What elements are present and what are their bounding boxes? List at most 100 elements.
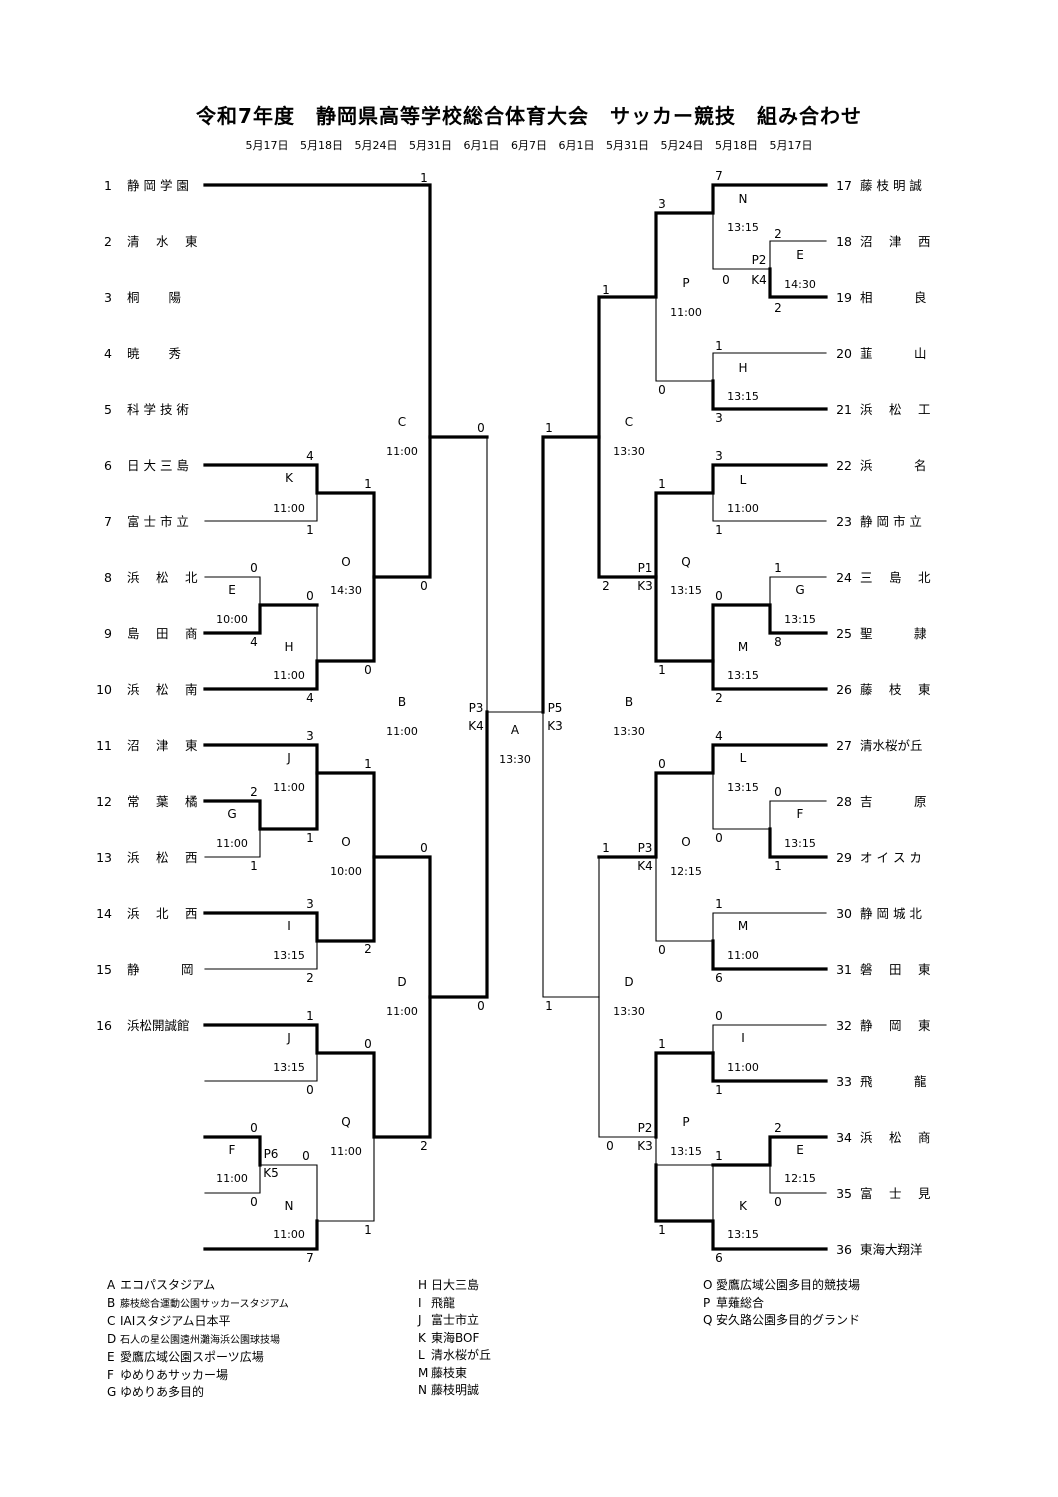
match-annotation: 0 <box>715 1009 723 1023</box>
match-annotation: 7 <box>715 169 723 183</box>
match-annotation: 2 <box>364 942 372 956</box>
match-annotation: K <box>739 1199 748 1213</box>
team-number: 11 <box>96 738 112 753</box>
legend-key: E <box>107 1350 115 1364</box>
team-number: 28 <box>836 794 852 809</box>
match-annotation: 2 <box>774 227 782 241</box>
match-annotation: I <box>287 919 291 933</box>
match-annotation: B <box>398 695 406 709</box>
legend-text: 清水桜が丘 <box>431 1348 492 1362</box>
legend-key: A <box>107 1278 116 1292</box>
team-name: 藤 枝 東 <box>860 682 931 697</box>
match-annotation: K3 <box>637 579 653 593</box>
match-annotation: P2 <box>752 253 767 267</box>
team-number: 2 <box>104 234 112 249</box>
round-date: 5月24日 <box>660 139 704 152</box>
match-annotation: 13:30 <box>613 445 645 458</box>
match-annotation: 4 <box>715 729 723 743</box>
match-annotation: 11:00 <box>727 949 759 962</box>
team-number: 5 <box>104 402 112 417</box>
match-annotation: 0 <box>250 1195 258 1209</box>
bracket-line <box>204 1136 375 1222</box>
match-annotation: O <box>341 835 350 849</box>
match-annotation: P2 <box>638 1121 653 1135</box>
match-annotation: 13:15 <box>727 1228 759 1241</box>
round-date: 5月31日 <box>409 139 452 152</box>
round-date: 5月24日 <box>354 139 398 152</box>
match-annotation: 2 <box>306 971 314 985</box>
team-name: 韮 山 <box>860 346 926 361</box>
round-date: 5月17日 <box>769 139 813 152</box>
legend-key: K <box>418 1330 426 1345</box>
legend-text: ゆめりあサッカー場 <box>120 1367 229 1382</box>
bracket-line <box>597 743 828 859</box>
match-annotation: G <box>227 807 236 821</box>
match-annotation: 1 <box>306 523 314 537</box>
bracket-line <box>712 1024 827 1054</box>
team-name: 浜 松 工 <box>860 402 930 417</box>
team-name: 相 良 <box>860 290 926 305</box>
team-name: 浜 北 西 <box>127 906 197 921</box>
bracket-line <box>654 463 828 663</box>
legend-text: 日大三島 <box>431 1278 480 1292</box>
team-number: 10 <box>96 682 112 697</box>
team-number: 36 <box>836 1242 852 1257</box>
legend-key: O <box>703 1278 713 1292</box>
team-number: 8 <box>104 570 112 585</box>
match-annotation: 10:00 <box>330 865 362 878</box>
match-annotation: 0 <box>715 589 723 603</box>
bracket-line <box>204 576 261 606</box>
bracket-line <box>203 1135 262 1167</box>
bracket-line <box>768 267 828 299</box>
legend-text: 草薙総合 <box>716 1295 765 1310</box>
bracket-line <box>204 828 261 858</box>
legend-text: 藤枝総合運動公園サッカースタジアム <box>120 1298 289 1310</box>
match-annotation: J <box>286 751 291 765</box>
bracket-line <box>712 352 827 382</box>
legend-text: ゆめりあ多目的 <box>120 1385 205 1399</box>
match-annotation: D <box>624 975 633 989</box>
match-annotation: 0 <box>774 1195 782 1209</box>
team-name: 浜 松 北 <box>127 570 198 585</box>
bracket-line <box>203 575 376 691</box>
match-annotation: 11:00 <box>386 725 418 738</box>
team-number: 18 <box>836 234 852 249</box>
match-annotation: I <box>741 1031 745 1045</box>
team-number: 1 <box>104 178 112 193</box>
team-number: 34 <box>836 1130 852 1145</box>
legend-text: 藤枝明誠 <box>431 1383 480 1397</box>
match-annotation: 1 <box>715 339 723 353</box>
round-date: 5月31日 <box>606 139 649 152</box>
legend-key: G <box>107 1385 117 1399</box>
team-name: 日 大 三 島 <box>127 458 189 473</box>
match-annotation: F <box>229 1143 236 1157</box>
match-annotation: 0 <box>420 579 428 593</box>
match-annotation: K4 <box>751 273 767 287</box>
match-annotation: 2 <box>715 691 723 705</box>
match-annotation: 3 <box>306 729 314 743</box>
team-number: 15 <box>96 962 112 977</box>
match-annotation: H <box>284 640 293 654</box>
match-annotation: 13:15 <box>727 781 759 794</box>
match-annotation: 7 <box>306 1251 314 1265</box>
match-annotation: 4 <box>306 691 314 705</box>
team-name: 静 岡 市 立 <box>860 514 922 529</box>
match-annotation: C <box>398 415 406 429</box>
match-annotation: 11:00 <box>386 1005 418 1018</box>
match-annotation: P5 <box>548 701 563 715</box>
match-annotation: 0 <box>250 1121 258 1135</box>
legend-text: IAIスタジアム日本平 <box>120 1314 231 1328</box>
match-annotation: 0 <box>250 561 258 575</box>
team-name: 静 岡 <box>127 962 193 977</box>
bracket-line <box>203 435 432 579</box>
match-annotation: G <box>795 583 804 597</box>
